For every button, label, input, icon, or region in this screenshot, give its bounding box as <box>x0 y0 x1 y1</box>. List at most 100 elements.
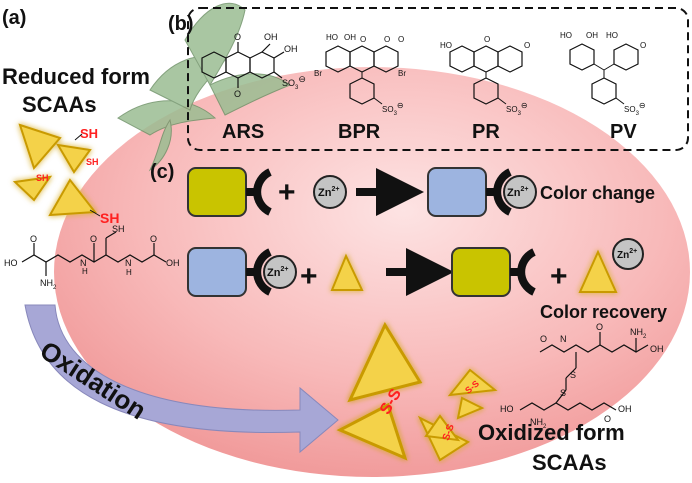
zinc-ion <box>313 175 347 209</box>
disulfide-label: S-S <box>441 422 457 442</box>
zinc-ion <box>612 238 644 270</box>
bpr-br2: Br <box>398 69 406 78</box>
pv-ho: HO <box>560 31 572 40</box>
oxidized-scaa-triangles <box>336 321 498 462</box>
reduced-form-title: Reduced form <box>2 64 150 89</box>
bpr-so3: SO3⊖ <box>382 101 404 117</box>
gsh-oh: OH <box>166 258 180 268</box>
gssg-o: O <box>540 334 547 344</box>
gssg-nh2: NH2 <box>530 417 547 430</box>
panel-label-a: (a) <box>2 7 26 29</box>
panel-label-c: (c) <box>150 161 174 183</box>
oxidation-arrow <box>24 304 339 454</box>
scaa-triangle <box>336 402 408 461</box>
scaa-triangle <box>447 368 498 397</box>
reaction-row-2: Zn2+ + + Zn2+ Color recovery <box>187 238 667 322</box>
gsh-h: H <box>126 268 132 277</box>
receptor-stem <box>486 188 500 196</box>
zinc-ion-label: Zn2+ <box>318 186 339 199</box>
plus-sign: + <box>300 260 318 293</box>
scaa-triangle <box>456 396 485 420</box>
receptor-stem <box>246 188 260 196</box>
gssg-s: S <box>560 388 566 398</box>
pr-so3: SO3⊖ <box>506 101 528 117</box>
scaa-triangle <box>578 249 618 293</box>
scaa-triangle <box>18 123 62 170</box>
ars-oh2: OH <box>284 44 298 54</box>
gsh-o: O <box>90 234 97 244</box>
receptor-arc <box>493 168 512 216</box>
gssg-o: O <box>604 414 611 424</box>
reaction-row-1: + Zn2+ Zn2+ Color change <box>187 167 655 217</box>
bpr-br1: Br <box>314 69 322 78</box>
gssg-oh: OH <box>650 344 664 354</box>
bpr-o2: O <box>384 35 390 44</box>
gsh-o: O <box>150 234 157 244</box>
thiol-label: SH <box>36 173 49 183</box>
gssg-oh: OH <box>618 404 632 414</box>
reduced-scaa-triangles <box>12 123 97 217</box>
dye-name-pv: PV <box>610 121 637 143</box>
receptor-arc <box>517 248 536 296</box>
zinc-ion-label: Zn2+ <box>267 266 288 279</box>
dyes-box <box>187 7 689 151</box>
glutathione-reduced-structure: SH O HO NH2 O H N N H O OH <box>4 224 180 291</box>
zinc-ion-bound <box>503 175 537 209</box>
dye-box-blue <box>187 247 247 297</box>
bpr-ho: HO <box>326 33 338 42</box>
gssg-o: O <box>596 322 603 332</box>
dye-bpr-structure <box>325 45 399 105</box>
zinc-ion-label: Zn2+ <box>507 186 528 199</box>
ars-o-bottom: O <box>234 89 241 99</box>
thiol-bond <box>74 133 83 141</box>
ars-oh1: OH <box>264 32 278 42</box>
ars-so3: SO3⊖ <box>282 74 306 91</box>
thiol-label: SH <box>86 157 99 167</box>
pv-ho2: HO <box>606 31 618 40</box>
receptor-arc <box>253 248 272 296</box>
gssg-n: N <box>560 334 567 344</box>
bpr-oh: OH <box>344 33 356 42</box>
zinc-ion-label: Zn2+ <box>617 248 637 261</box>
gssg-s: S <box>570 370 576 380</box>
pv-oh: OH <box>586 31 598 40</box>
thiol-label: SH <box>100 210 119 226</box>
pr-ho: HO <box>440 41 452 50</box>
gsh-o: O <box>30 234 37 244</box>
plus-sign: + <box>278 176 296 209</box>
plus-sign: + <box>550 260 568 293</box>
dye-box-green <box>451 247 511 297</box>
dye-box-blue <box>427 167 487 217</box>
gsh-n: N <box>125 258 132 268</box>
gsh-ho: HO <box>4 258 18 268</box>
gssg-nh2: NH2 <box>630 327 647 340</box>
dye-box-green <box>187 167 247 217</box>
oxidized-form-scaas: SCAAs <box>532 450 607 475</box>
pr-o1: O <box>484 35 490 44</box>
dye-name-bpr: BPR <box>338 121 381 143</box>
thiol-bond <box>89 209 101 217</box>
scaa-triangle <box>424 414 461 442</box>
scaa-triangle <box>347 321 423 403</box>
thiol-label: SH <box>80 126 98 141</box>
gssg-ho: HO <box>500 404 514 414</box>
scaa-triangle <box>12 175 53 202</box>
tomato-leaves <box>117 2 292 172</box>
pv-o: O <box>640 41 646 50</box>
receptor-stem <box>246 268 260 276</box>
reduced-form-scaas: SCAAs <box>22 92 97 117</box>
gsh-nh2: NH2 <box>40 278 57 291</box>
dye-pv-structure <box>569 43 639 105</box>
glutathione-oxidized-structure: NH2 OH O N O S S HO NH2 O OH <box>500 322 664 430</box>
scaa-triangle <box>48 178 97 217</box>
dye-name-pr: PR <box>472 121 500 143</box>
receptor-arc <box>253 168 272 216</box>
panel-label-b: (b) <box>168 13 194 35</box>
bpr-o1: O <box>360 35 366 44</box>
gsh-n: N <box>80 258 87 268</box>
scaa-triangle <box>330 253 364 291</box>
dye-ars-structure <box>201 42 285 88</box>
pv-so3: SO3⊖ <box>624 101 646 117</box>
color-recovery-label: Color recovery <box>540 302 667 322</box>
